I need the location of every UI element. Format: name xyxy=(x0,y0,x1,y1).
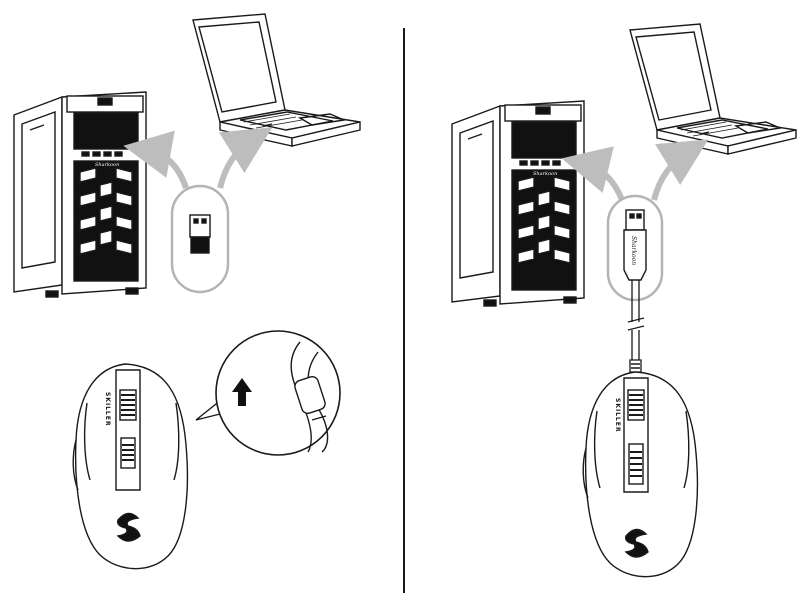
laptop-right xyxy=(629,23,797,155)
right-panel: Sharkoon Sharkoon xyxy=(451,23,797,578)
power-switch-callout xyxy=(195,330,341,456)
case-logo-left: Sharkoon xyxy=(95,162,119,168)
usb-plug-icon xyxy=(623,209,647,281)
mouse-model-right: SKILLER xyxy=(614,398,621,433)
pc-tower-right xyxy=(451,100,585,307)
left-panel: Sharkoon xyxy=(13,13,361,570)
mouse-model-left: SKILLER xyxy=(104,392,111,427)
mouse-right xyxy=(582,371,699,578)
arrow-to-pc-left xyxy=(123,130,189,190)
arrow-to-pc-right xyxy=(561,146,625,202)
pc-tower-left xyxy=(13,91,147,298)
cable-logo: Sharkoon xyxy=(630,236,637,265)
case-logo-right: Sharkoon xyxy=(533,171,557,177)
arrow-to-laptop-left xyxy=(217,127,273,189)
up-arrow-icon xyxy=(232,378,252,406)
laptop-left xyxy=(192,13,361,147)
usb-cable xyxy=(627,280,645,373)
arrow-to-laptop-right xyxy=(651,139,709,201)
mouse-left xyxy=(72,363,189,570)
usb-receiver-icon xyxy=(189,214,211,254)
